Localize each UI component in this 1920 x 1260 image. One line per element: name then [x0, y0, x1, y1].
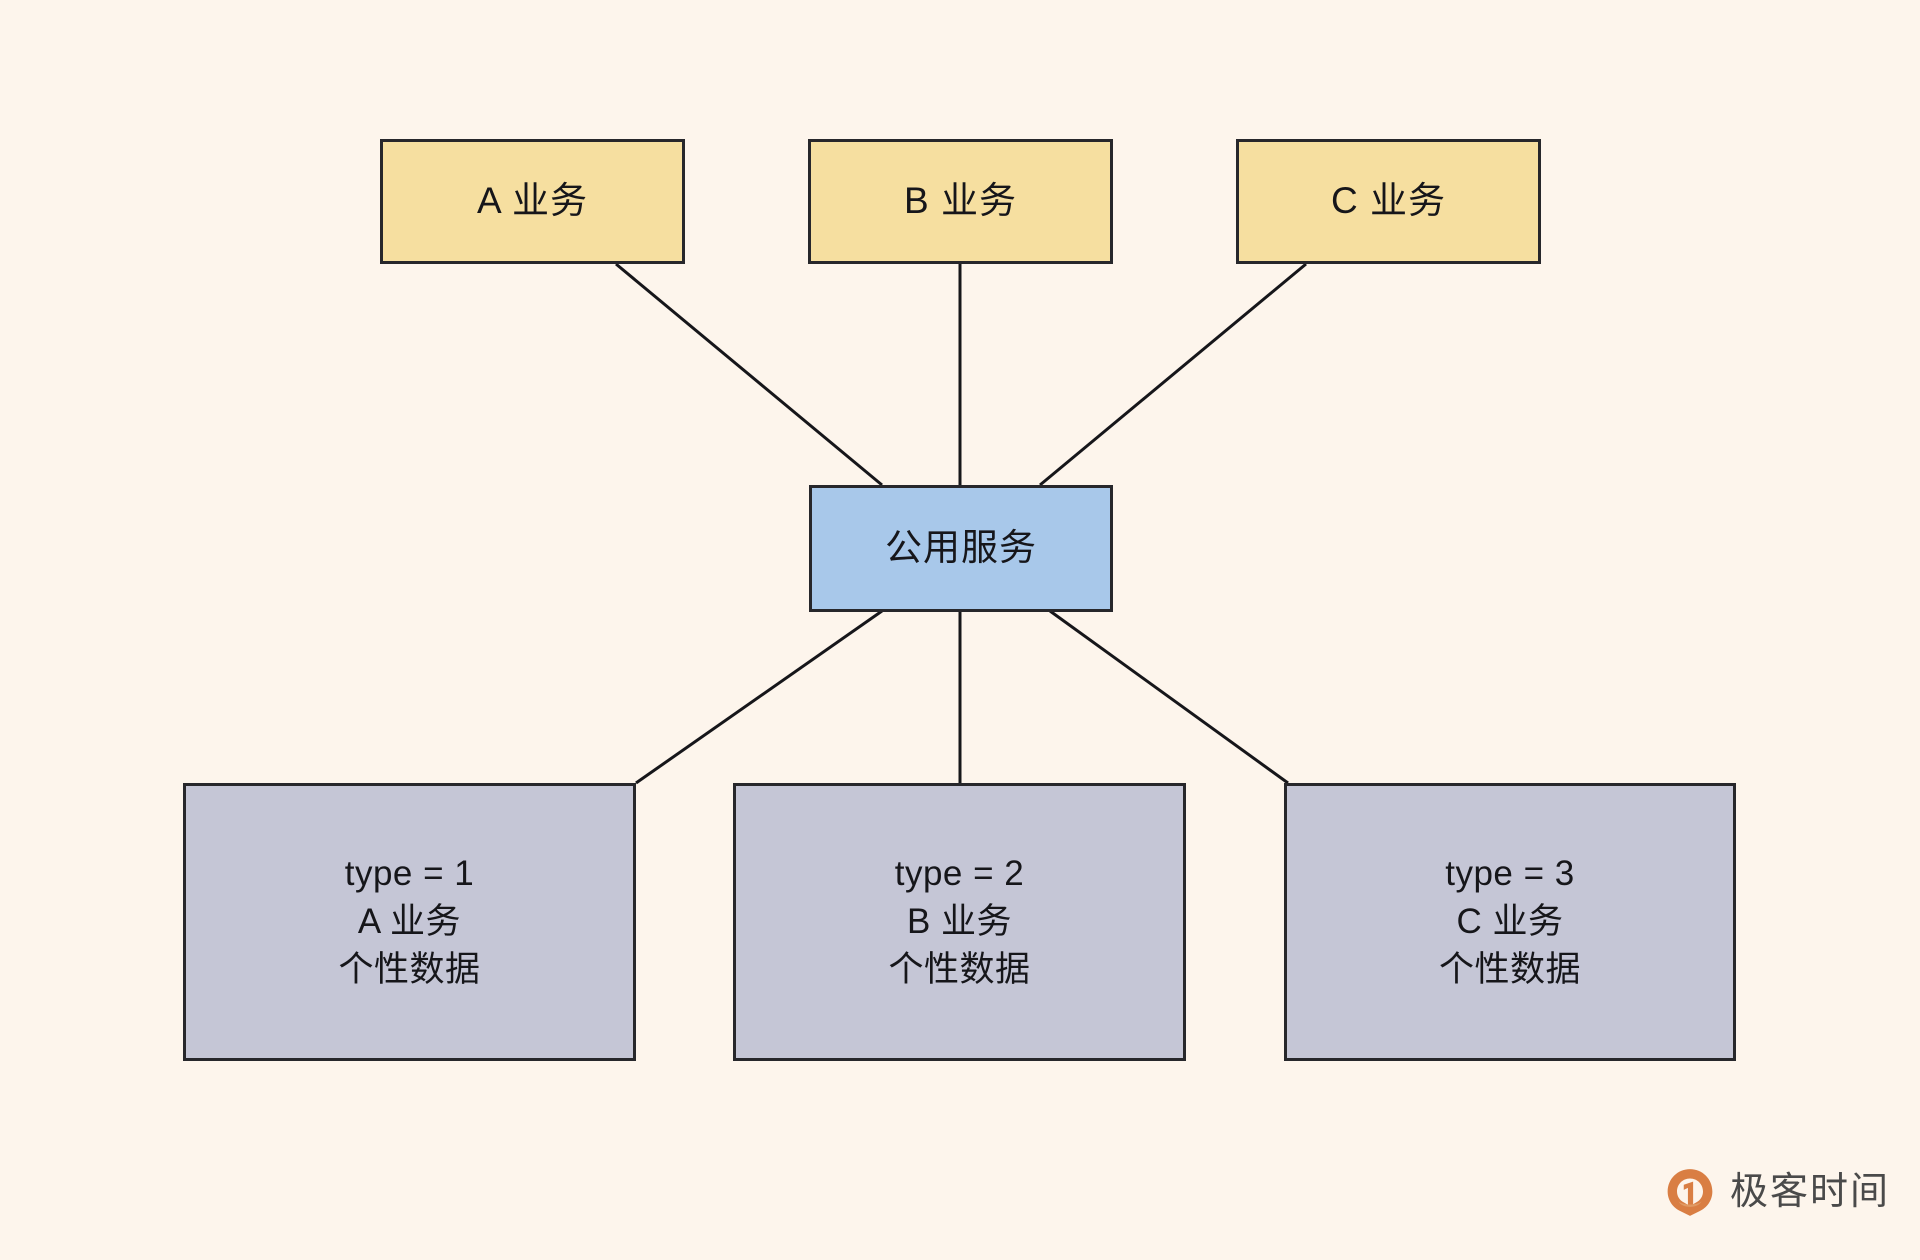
node-type-3-line1: type = 3	[1445, 853, 1575, 893]
node-type-1-line2: A 业务	[357, 901, 462, 941]
geektime-logo-icon	[1667, 1169, 1713, 1216]
node-business-a-label: A 业务	[477, 180, 588, 222]
node-business-c-label: C 业务	[1331, 180, 1446, 222]
node-business-b-label: B 业务	[904, 180, 1017, 222]
node-business-a[interactable]: A 业务	[380, 139, 685, 264]
node-type-1-line3: 个性数据	[338, 950, 481, 990]
node-type-2-text: type = 2 B 业务 个性数据	[888, 850, 1030, 995]
edge-c-to-hub	[1039, 262, 1307, 487]
node-business-c[interactable]: C 业务	[1236, 139, 1541, 264]
node-type-3[interactable]: type = 3 C 业务 个性数据	[1284, 783, 1736, 1061]
edge-hub-to-type1	[635, 609, 883, 785]
node-type-3-line3: 个性数据	[1438, 950, 1581, 990]
edge-a-to-hub	[615, 262, 883, 487]
node-type-1[interactable]: type = 1 A 业务 个性数据	[183, 783, 636, 1061]
node-type-1-text: type = 1 A 业务 个性数据	[338, 850, 480, 995]
node-type-3-text: type = 3 C 业务 个性数据	[1439, 850, 1581, 995]
node-type-3-line2: C 业务	[1456, 901, 1564, 941]
node-type-2-line3: 个性数据	[888, 950, 1031, 990]
node-shared-service[interactable]: 公用服务	[809, 485, 1113, 612]
node-type-2-line1: type = 2	[894, 853, 1025, 893]
node-type-1-line1: type = 1	[344, 853, 475, 893]
node-type-2-line2: B 业务	[906, 901, 1013, 941]
brand-name: 极客时间	[1730, 1171, 1891, 1213]
brand-watermark: 极客时间	[1664, 1166, 1890, 1218]
edge-hub-to-type3	[1049, 609, 1289, 785]
node-type-2[interactable]: type = 2 B 业务 个性数据	[733, 783, 1186, 1061]
node-business-b[interactable]: B 业务	[808, 139, 1113, 264]
node-shared-service-label: 公用服务	[885, 527, 1037, 569]
